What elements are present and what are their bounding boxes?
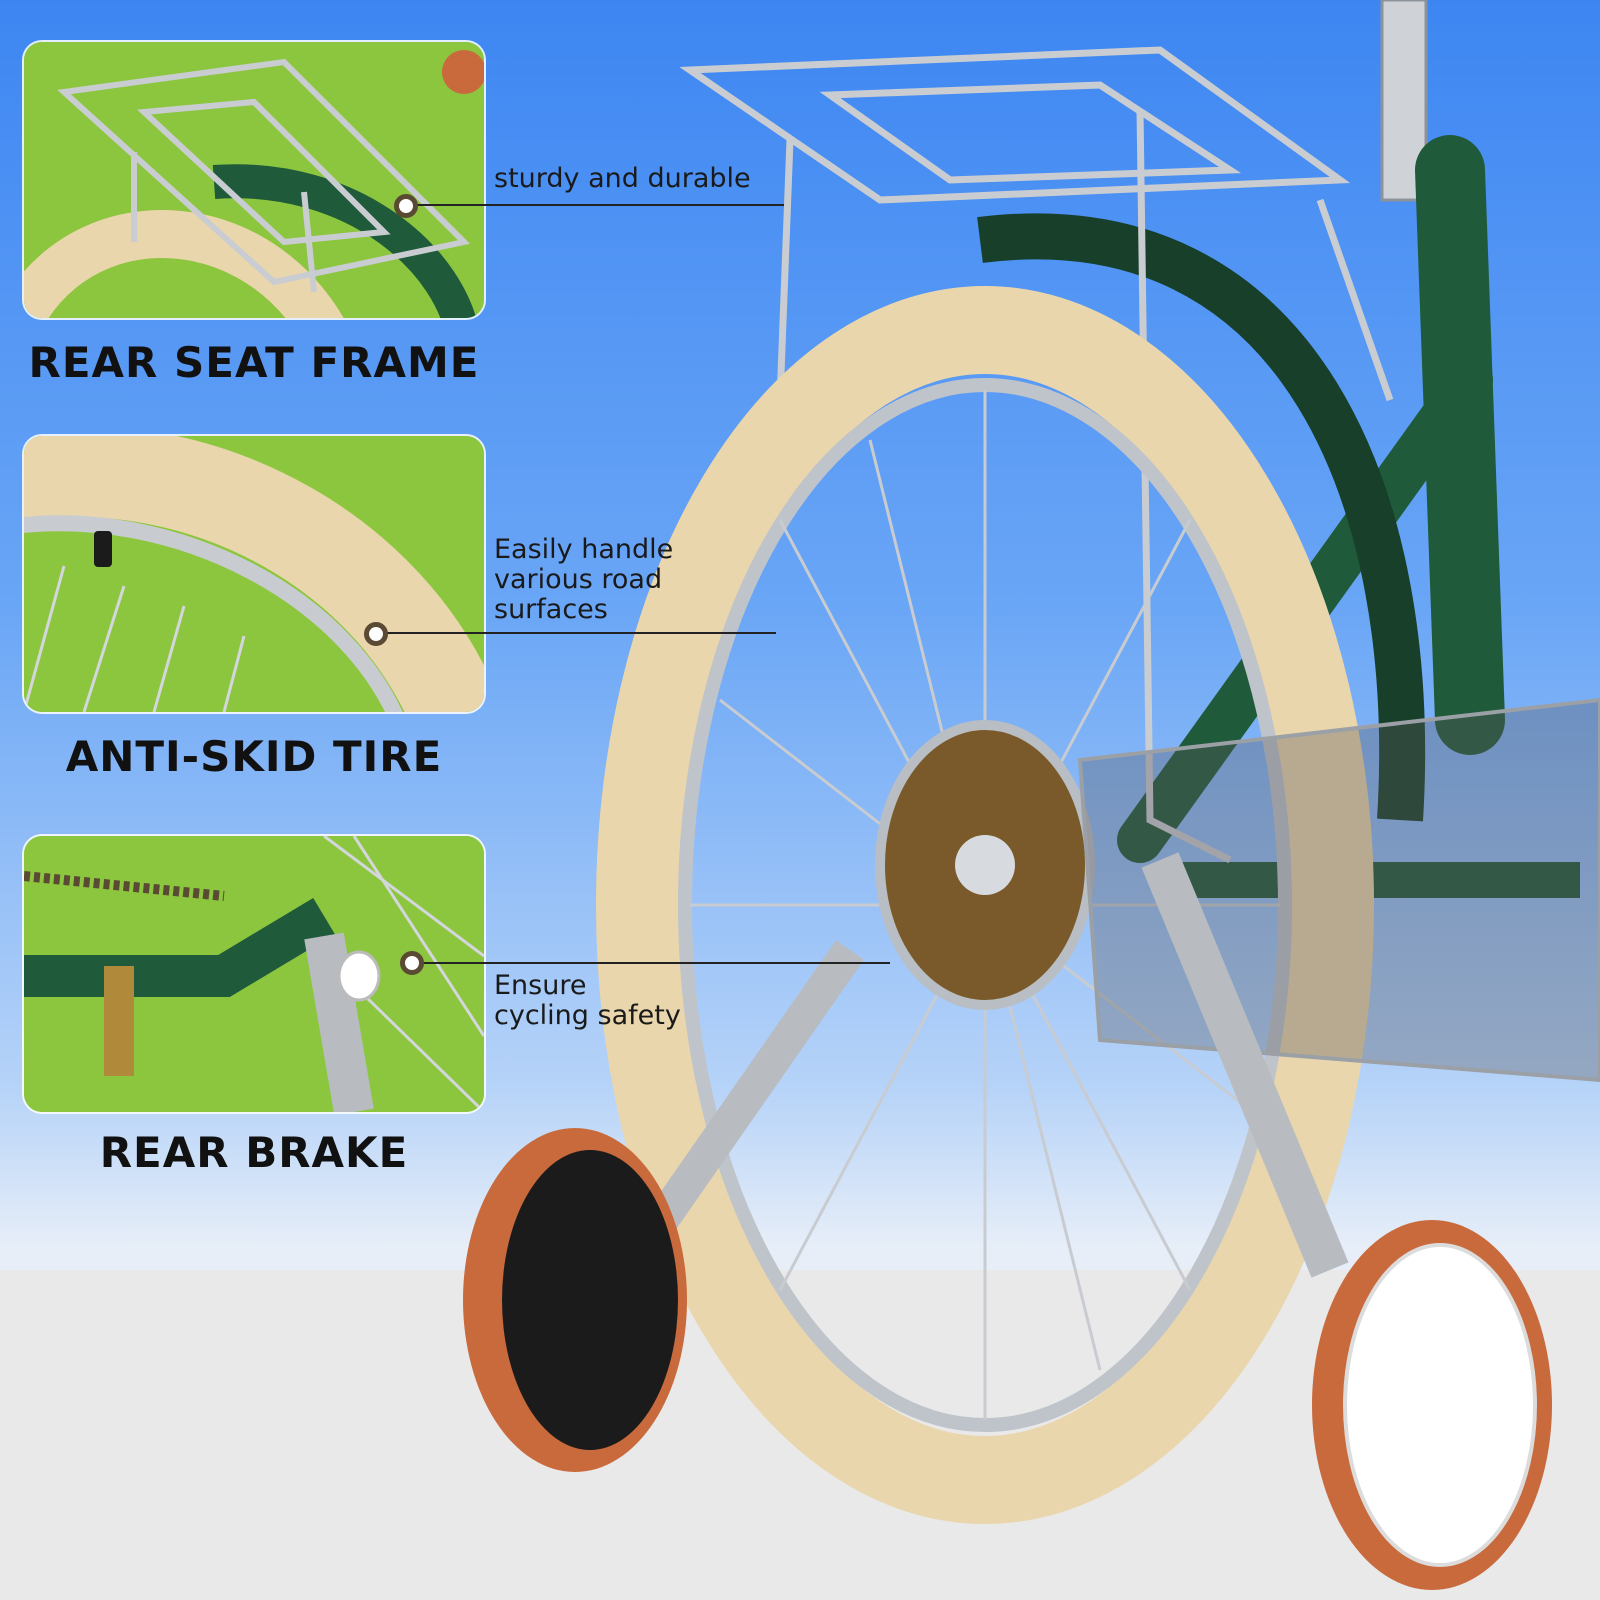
rear-brake-marker [400, 951, 424, 975]
rear-brake-callout: Ensure cycling safety [494, 970, 681, 1031]
rear-seat-frame-photo [24, 42, 484, 318]
rear-seat-frame-marker [394, 194, 418, 218]
rear-seat-frame-heading: REAR SEAT FRAME [28, 338, 480, 387]
rear-brake-heading: REAR BRAKE [99, 1128, 409, 1177]
rear-wheel [596, 286, 1374, 1524]
right-training-wheel [1312, 1220, 1552, 1590]
rear-seat-frame-callout: sturdy and durable [494, 163, 751, 194]
left-training-wheel [463, 1128, 687, 1472]
anti-skid-tire-callout: Easily handle various road surfaces [494, 534, 674, 625]
anti-skid-tire-heading: ANTI-SKID TIRE [65, 732, 443, 781]
anti-skid-tire-marker [364, 622, 388, 646]
rear-brake-leader [412, 962, 890, 964]
anti-skid-tire-leader [376, 632, 776, 634]
anti-skid-tire-photo [24, 436, 484, 712]
rear-seat-frame-leader [404, 204, 784, 206]
